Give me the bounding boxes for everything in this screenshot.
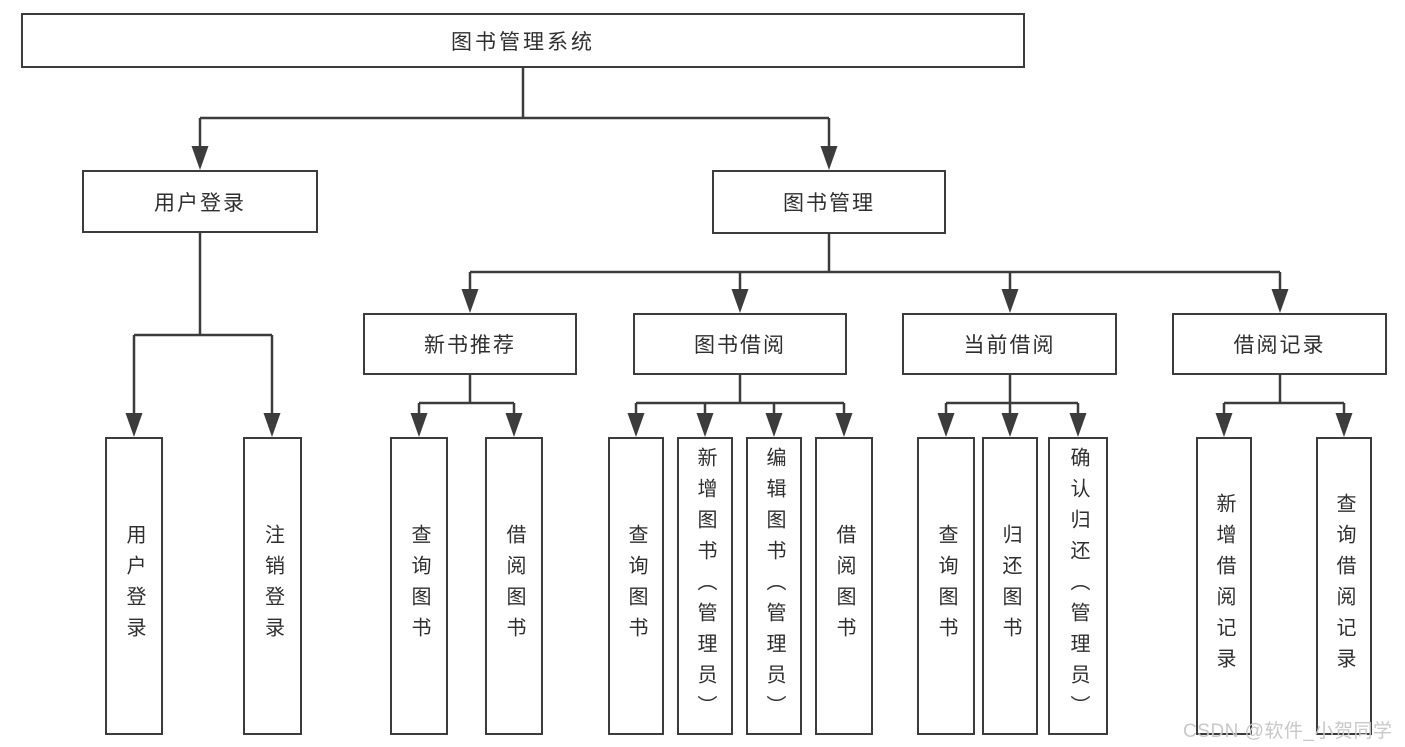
node-book-borrowing: 图书借阅 <box>633 313 847 375</box>
arrow-down-icon <box>1335 413 1353 437</box>
leaf-borrow-books-recommend: 借阅图书 <box>485 437 543 735</box>
leaf-query-books-current: 查询图书 <box>917 437 975 735</box>
leaf-label: 编辑图书（管理员） <box>763 446 785 726</box>
arrow-down-icon <box>125 413 143 437</box>
arrow-down-icon <box>461 289 479 313</box>
leaf-label: 注销登录 <box>261 524 284 648</box>
arrow-down-icon <box>627 413 645 437</box>
arrowheads <box>125 146 1353 437</box>
arrow-down-icon <box>1215 413 1233 437</box>
node-current-borrowing: 当前借阅 <box>902 313 1117 375</box>
leaf-query-books-borrow: 查询图书 <box>608 437 664 735</box>
arrow-down-icon <box>191 146 209 170</box>
arrow-down-icon <box>1001 413 1019 437</box>
leaf-return-books: 归还图书 <box>982 437 1038 735</box>
leaf-label: 查询图书 <box>408 524 430 648</box>
arrow-down-icon <box>765 413 783 437</box>
leaf-label: 新增借阅记录 <box>1213 493 1235 679</box>
node-library-management-system: 图书管理系统 <box>21 13 1025 68</box>
arrow-down-icon <box>263 413 281 437</box>
leaf-add-books-admin: 新增图书（管理员） <box>677 437 733 735</box>
node-borrowing-records: 借阅记录 <box>1172 313 1387 375</box>
arrow-down-icon <box>696 413 714 437</box>
watermark: CSDN @软件_小贺同学 <box>1183 721 1393 742</box>
arrow-down-icon <box>835 413 853 437</box>
leaf-edit-books-admin: 编辑图书（管理员） <box>746 437 802 735</box>
arrow-down-icon <box>731 289 749 313</box>
leaf-label: 查询图书 <box>625 524 647 648</box>
arrow-down-icon <box>1001 289 1019 313</box>
arrow-down-icon <box>820 146 838 170</box>
leaf-label: 用户登录 <box>123 524 145 648</box>
leaf-label: 新增图书（管理员） <box>694 446 716 726</box>
leaf-label: 借阅图书 <box>833 524 855 648</box>
arrow-down-icon <box>1271 289 1289 313</box>
tree-edges <box>132 68 1346 416</box>
leaf-label: 确认归还（管理员） <box>1067 446 1089 726</box>
node-book-management-module: 图书管理 <box>712 170 946 234</box>
node-user-login-module: 用户登录 <box>82 170 318 233</box>
leaf-label: 查询借阅记录 <box>1333 493 1355 679</box>
leaf-label: 归还图书 <box>999 524 1021 648</box>
leaf-label: 借阅图书 <box>503 524 525 648</box>
leaf-query-books-recommend: 查询图书 <box>390 437 448 735</box>
leaf-user-login: 用户登录 <box>105 437 163 735</box>
leaf-logout: 注销登录 <box>243 437 302 735</box>
leaf-confirm-return-admin: 确认归还（管理员） <box>1048 437 1108 735</box>
arrow-down-icon <box>410 413 428 437</box>
leaf-borrow-books: 借阅图书 <box>815 437 873 735</box>
leaf-add-borrow-record: 新增借阅记录 <box>1196 437 1252 735</box>
leaf-label: 查询图书 <box>935 524 957 648</box>
arrow-down-icon <box>937 413 955 437</box>
leaf-query-borrow-record: 查询借阅记录 <box>1316 437 1372 735</box>
arrow-down-icon <box>1069 413 1087 437</box>
arrow-down-icon <box>505 413 523 437</box>
node-new-book-recommend: 新书推荐 <box>363 313 577 375</box>
